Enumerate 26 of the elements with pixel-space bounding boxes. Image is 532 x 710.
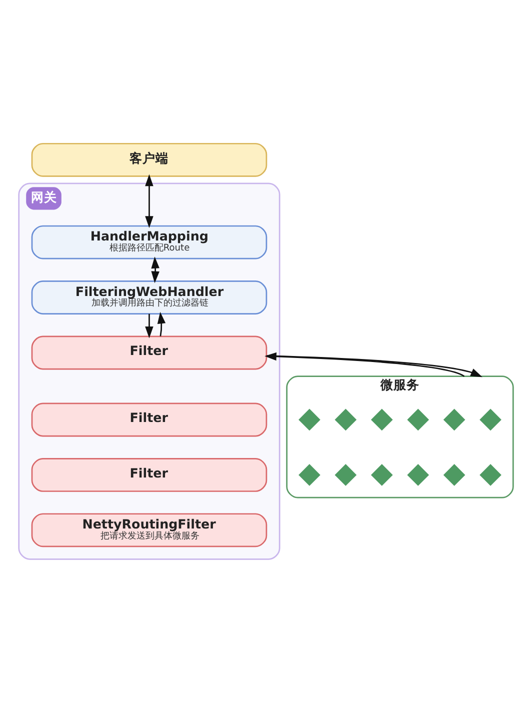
node-box: NettyRoutingFilter 把请求发送到具体微服务 — [31, 513, 268, 548]
arrow — [151, 256, 160, 284]
node-diamond — [480, 464, 502, 486]
node-box: FilteringWebHandler 加载并调用路由下的过滤器链 — [31, 280, 268, 314]
node-diamond — [334, 408, 357, 431]
node-box: Filter — [31, 402, 268, 437]
node-diamond — [407, 464, 429, 486]
arrow — [157, 312, 166, 336]
arrow — [145, 314, 154, 338]
node-box: 客户端 — [31, 142, 268, 177]
node-box: HandlerMapping 根据路径匹配Route — [31, 225, 268, 260]
arrow — [266, 355, 482, 378]
node-diamond — [370, 464, 393, 486]
node-diamond — [298, 464, 320, 486]
node-diamond — [443, 408, 466, 431]
arrow — [145, 174, 154, 228]
node-diamond — [443, 464, 466, 486]
node-diamond — [480, 408, 502, 431]
node-diamond — [298, 408, 320, 431]
node-diamond — [370, 408, 393, 431]
arrow — [264, 352, 465, 377]
node-diamond — [407, 408, 429, 431]
node-diamond — [334, 464, 357, 486]
cluster: 微服务 — [286, 376, 514, 498]
node-box: Filter — [31, 336, 268, 370]
node-box: Filter — [31, 458, 268, 492]
